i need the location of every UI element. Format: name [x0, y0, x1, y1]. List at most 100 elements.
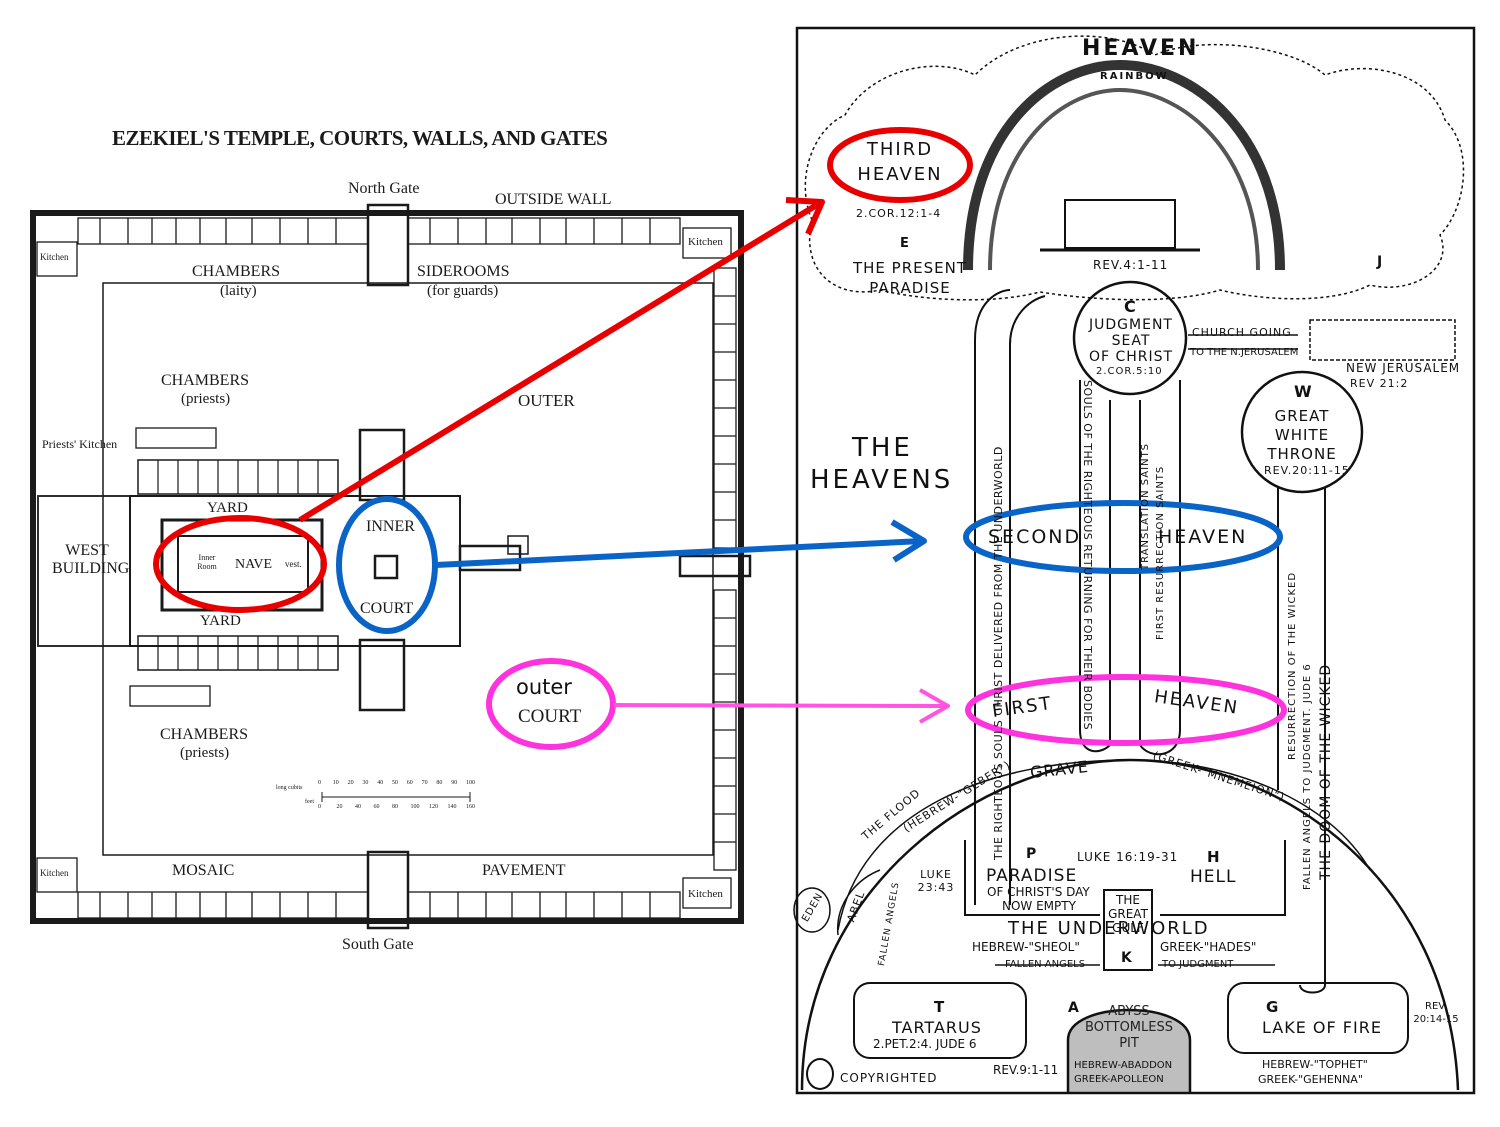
underworld-label: THE UNDERWORLD: [1008, 918, 1210, 939]
annotation-overlays: [153, 127, 1287, 750]
c-letter: C: [1124, 297, 1137, 316]
rainbow-label: RAINBOW: [1100, 71, 1169, 82]
t-letter: T: [934, 998, 946, 1016]
scale-tick-label: 30: [362, 780, 369, 786]
magenta-circle-outer-court: [486, 658, 616, 750]
priests-kitchen-label: Priests' Kitchen: [42, 437, 118, 451]
blue-circle-inner-court: [336, 496, 438, 634]
for-guards-label: (for guards): [427, 283, 499, 299]
magenta-arrow: [613, 703, 947, 708]
second-label: SECOND: [988, 526, 1082, 548]
scale-tick-label: 20: [347, 780, 354, 786]
vest-label: vest.: [285, 559, 302, 569]
scale-bar: [321, 792, 471, 802]
chambers-priests-north-label: CHAMBERS: [161, 372, 250, 389]
scale-feet-label: feet: [305, 799, 314, 805]
north-gate-building: [366, 203, 410, 287]
laity-label: (laity): [220, 283, 257, 299]
nave-label: NAVE: [235, 557, 273, 572]
red-circle-third-heaven: [827, 127, 973, 203]
greek-apolleon-label: GREEK-APOLLEON: [1074, 1074, 1164, 1085]
yard-north-label: YARD: [207, 500, 248, 516]
scale-cubits-label: long cubits: [276, 785, 303, 791]
cor5-ref: 2.COR.5:10: [1096, 366, 1163, 377]
greek-hades-label: GREEK-"HADES": [1160, 940, 1257, 954]
now-empty-label: NOW EMPTY: [1002, 899, 1076, 913]
great-white-throne-circle: [1240, 370, 1364, 494]
red-arrow: [298, 200, 822, 523]
scale-tick-label: 120: [429, 804, 438, 810]
h-letter: H: [1207, 848, 1221, 866]
scale-tick-label: 100: [410, 804, 420, 810]
a-letter: A: [1068, 1000, 1080, 1016]
heavens-chart: [793, 26, 1476, 1095]
grave-band: [837, 759, 1371, 931]
south-gate-label: South Gate: [342, 936, 414, 953]
chambers-priests-south-label: CHAMBERS: [160, 726, 249, 743]
siderooms-label: SIDEROOMS: [417, 263, 510, 280]
the-heavens-the: THE: [852, 433, 913, 463]
luke16-ref: LUKE 16:19-31: [1077, 850, 1179, 864]
east-chamber-column: [713, 267, 737, 871]
great-gulf: [1103, 889, 1153, 971]
rev20-ref: REV.20:11-15: [1264, 464, 1350, 477]
kitchen-sw-label: Kitchen: [40, 868, 69, 878]
hebrew-sheol-label: HEBREW-"SHEOL": [972, 940, 1080, 954]
p-letter: P: [1026, 846, 1038, 862]
outside-wall: [30, 210, 744, 924]
scale-tick-label: 60: [406, 780, 413, 786]
scale-tick-label: 0: [318, 780, 321, 786]
righteous-souls-label: THE RIGHTEOUS SOULS CHRIST DELIVERED FRO…: [992, 446, 1005, 860]
heavens-frame: [795, 26, 1476, 1095]
cor12-ref: 2.COR.12:1-4: [856, 207, 942, 220]
blue-arrow: [435, 538, 923, 568]
scale-tick-label: 10: [332, 780, 339, 786]
translation-saints-label: TRANSLATION SAINTS: [1140, 442, 1151, 570]
church-going-label: CHURCH GOING: [1192, 326, 1292, 339]
first-resurrection-label: FIRST RESURRECTION SAINTS: [1155, 465, 1166, 640]
temple-title: EZEKIEL'S TEMPLE, COURTS, WALLS, AND GAT…: [112, 126, 608, 150]
scale-tick-label: 50: [392, 780, 398, 786]
souls-returning-label: SOULS OF THE RIGHTEOUS RETURNING FOR THE…: [1081, 380, 1094, 731]
w-letter: W: [1294, 382, 1313, 401]
cloud-area: [804, 35, 1465, 301]
greek-gehenna-label: GREEK-"GEHENNA": [1258, 1073, 1363, 1086]
outside-wall-label: OUTSIDE WALL: [495, 191, 612, 208]
of-christs-day-label: OF CHRIST'S DAY: [987, 885, 1090, 899]
tartarus-label: TARTARUS: [892, 1018, 982, 1037]
fallen-judgment-label: FALLEN ANGELS TO JUDGMENT. JUDE 6: [1302, 663, 1313, 890]
copyright-monogram-icon: [806, 1058, 834, 1090]
kitchen-nw-label: Kitchen: [40, 252, 69, 262]
outer-court-annotation-line2: COURT: [518, 706, 582, 727]
k-letter: K: [1121, 950, 1133, 966]
e-letter: E: [900, 236, 910, 251]
path-righteous-souls: [974, 289, 1011, 905]
west-building-outline: [37, 495, 131, 647]
new-jerusalem-city: [1309, 319, 1456, 361]
the-heavens-heavens: HEAVENS: [810, 465, 954, 495]
inner-label: INNER: [366, 518, 415, 535]
resurrection-wicked-label: RESURRECTION OF THE WICKED: [1287, 571, 1298, 760]
chambers-laity-label: CHAMBERS: [192, 263, 281, 280]
scale-tick-label: 20: [336, 804, 343, 810]
rev4-ref: REV.4:1-11: [1093, 258, 1169, 272]
tartarus-box: [853, 982, 1027, 1059]
scale-tick-label: 60: [373, 804, 380, 810]
kitchen-ne-label: Kitchen: [688, 236, 723, 248]
yard-south-label: YARD: [200, 613, 241, 629]
red-circle-nave: [153, 515, 327, 613]
fallen-angels-bottom-label: FALLEN ANGELS: [1005, 959, 1086, 970]
throne-platform: [1064, 199, 1176, 249]
scale-tick-label: 100: [466, 780, 475, 786]
